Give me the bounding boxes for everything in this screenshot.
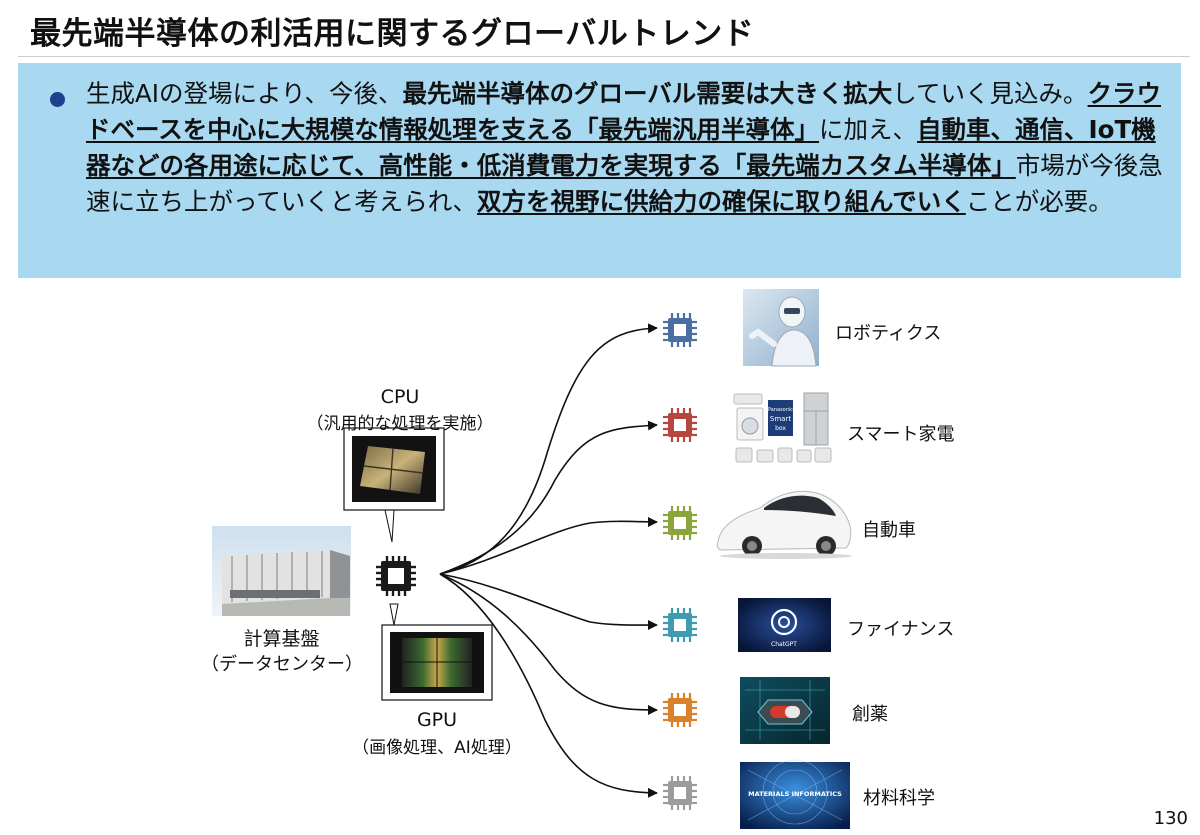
thumb-smart-text: Smart [770,415,791,423]
arrow-drug [439,573,658,715]
arrow-robotics [439,323,658,575]
cpu-sublabel: （汎用的な処理を実施） [306,414,494,434]
page-number: 130 [1153,808,1188,829]
connector-arrows [439,323,658,798]
app-label-drug-discovery: 創薬 [852,704,888,725]
drug-discovery-image [740,677,830,744]
datacenter-label: 計算基盤 [243,628,320,650]
chip-icon-robotics [663,313,697,347]
datacenter-image [212,526,351,616]
arrow-finance [439,573,658,631]
page-title: 最先端半導体の利活用に関するグローバルトレンド [30,16,755,52]
semiconductor-diagram: Panasonic Smart box ChatGPT [0,280,1200,835]
summary-t6: 自動車、通信、IoT機器などの各用途に応じて、高性能・低消費電力を実現する「最先… [86,115,1156,180]
chip-icon-car [663,506,697,540]
app-label-robotics: ロボティクス [835,323,942,344]
diagram-canvas: Panasonic Smart box ChatGPT [212,289,852,829]
smart-appliance-image: Panasonic Smart box [730,392,838,470]
app-label-materials-science: 材料科学 [863,788,935,809]
title-divider [18,56,1190,57]
summary-t1: 生成AIの登場により、今後、 [86,79,403,108]
thumb-materials-text: MATERIALS INFORMATICS [748,790,842,798]
arrow-materials [439,573,658,798]
gpu-callout [381,603,493,701]
arrow-smart-appliance [439,420,658,575]
hub-chip-icon [376,556,416,596]
cpu-callout [343,427,445,543]
thumb-chatgpt-text: ChatGPT [771,641,797,648]
summary-box [18,63,1181,278]
thumb-box-text: box [775,425,786,432]
chip-icon-drug-discovery [663,693,697,727]
gpu-sublabel: （画像処理、AI処理） [352,738,522,758]
finance-image: ChatGPT [738,598,831,652]
robotics-image [743,289,819,367]
gpu-label: GPU [416,709,458,731]
car-image [716,490,852,559]
arrow-car [439,516,658,575]
app-label-smart-appliance: スマート家電 [847,424,955,445]
thumb-panasonic-text: Panasonic [768,407,793,413]
app-label-car: 自動車 [862,520,916,541]
cpu-label: CPU [380,386,420,408]
chip-icon-smart-appliance [663,408,697,442]
summary-t2: 最先端半導体のグローバル需要は大きく拡大 [402,79,893,108]
application-chip-icons [663,313,697,810]
summary-text: 生成AIの登場により、今後、最先端半導体のグローバル需要は大きく拡大していく見込… [86,76,1171,220]
bullet-icon [50,92,65,107]
summary-t5: に加え、 [819,115,918,144]
chip-icon-materials-science [663,776,697,810]
materials-science-image: MATERIALS INFORMATICS [740,759,850,829]
chip-icon-finance [663,608,697,642]
summary-t9: ことが必要。 [965,187,1113,216]
app-label-finance: ファイナンス [847,619,955,640]
summary-t7: 市場が今後急速に立ち上がっていくと考えられ、 [86,151,1163,216]
summary-t4: クラウドベースを中心に大規模な情報処理を支える「最先端汎用半導体」 [86,79,1162,144]
summary-t3: していく見込み。 [892,79,1088,108]
datacenter-sublabel: （データセンター） [201,654,363,675]
summary-t8: 双方を視野に供給力の確保に取り組んでいく [477,187,966,216]
